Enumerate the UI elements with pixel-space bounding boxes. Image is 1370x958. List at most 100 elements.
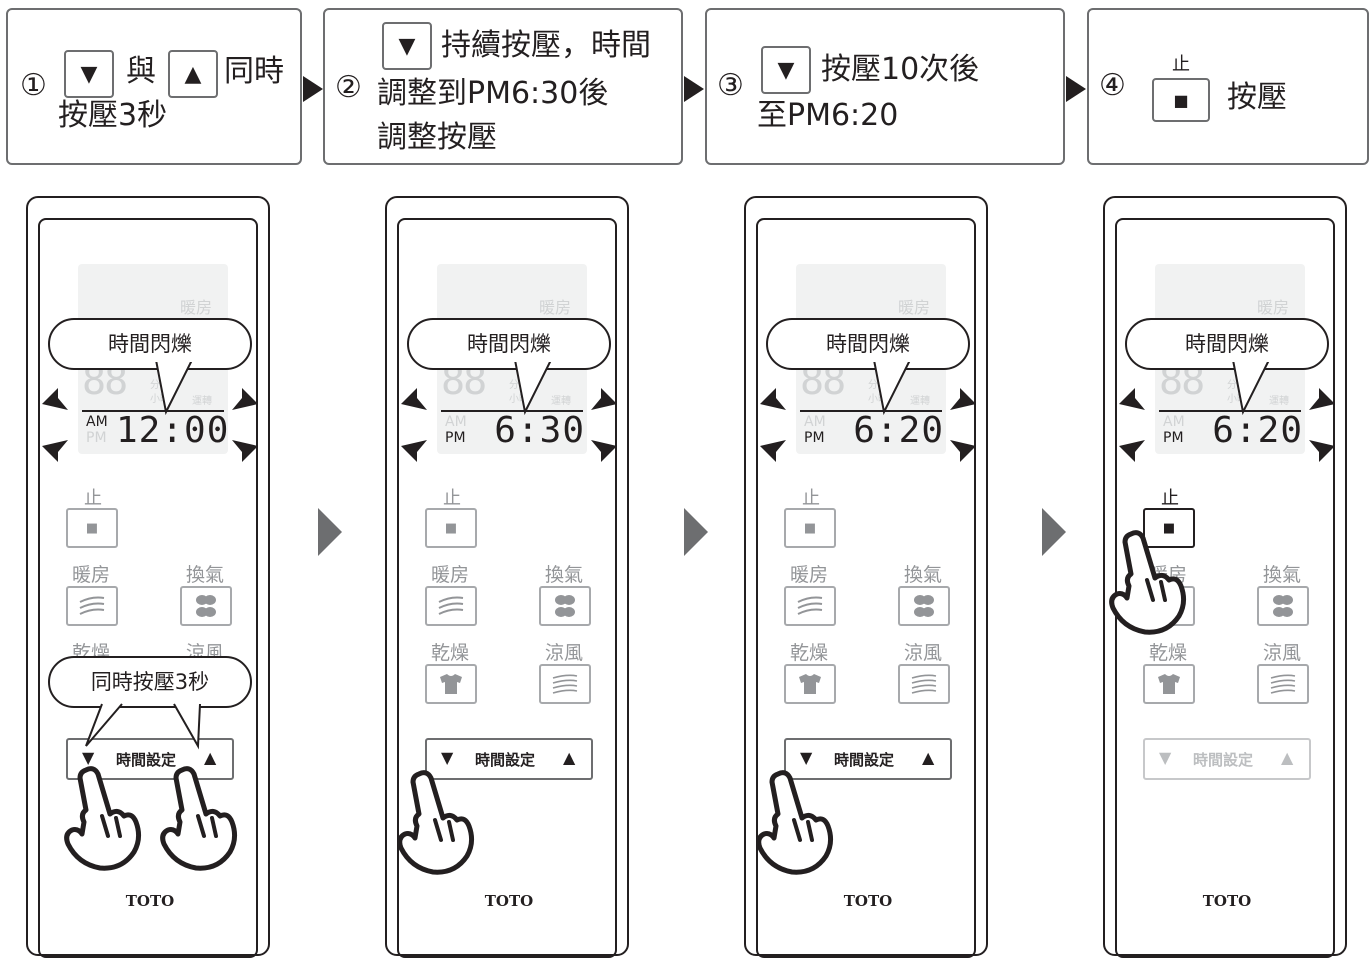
stop-button[interactable]: ■ bbox=[425, 508, 477, 548]
step-2-down-key: ▼ bbox=[382, 22, 432, 70]
lcd-time: 6:30 bbox=[494, 410, 585, 451]
step-2-line2: 調整到PM6:30後 bbox=[377, 76, 609, 111]
timer-up-button[interactable]: ▲ bbox=[922, 748, 935, 767]
timer-down-button[interactable]: ▼ bbox=[1159, 748, 1172, 767]
lcd-am-label: AM bbox=[445, 414, 467, 430]
heat-button[interactable] bbox=[66, 586, 118, 626]
blink-callout-text: 時間閃爍 bbox=[1185, 332, 1269, 356]
dry-button[interactable] bbox=[784, 664, 836, 704]
press-both-callout-tail bbox=[85, 703, 201, 750]
shirt-icon bbox=[1158, 674, 1180, 694]
lcd-heat-label: 暖房 bbox=[539, 298, 572, 317]
dry-label: 乾燥 bbox=[431, 642, 470, 664]
step-1-up-key: ▲ bbox=[168, 50, 218, 98]
step-connector-arrow-icon bbox=[1066, 76, 1086, 102]
stop-square-icon: ■ bbox=[85, 520, 99, 536]
blink-callout: 時間閃爍 bbox=[1125, 318, 1329, 370]
timer-down-button[interactable]: ▼ bbox=[82, 748, 95, 767]
cool-button[interactable] bbox=[898, 664, 950, 704]
lcd-time: 6:20 bbox=[1212, 410, 1303, 451]
lcd-am-label: AM bbox=[804, 414, 826, 430]
blink-callout: 時間閃爍 bbox=[48, 318, 252, 370]
step-connector-arrow-icon bbox=[303, 76, 323, 102]
brand-logo: TOTO bbox=[125, 892, 175, 910]
stop-label: 止 bbox=[1161, 488, 1179, 509]
lcd-hour-label: 小時 bbox=[868, 394, 888, 405]
lcd-run-label: 運轉 bbox=[910, 396, 930, 407]
callout-tail bbox=[872, 358, 912, 416]
timer-setting-label: 時間設定 bbox=[116, 751, 177, 769]
timer-setting-label: 時間設定 bbox=[834, 751, 895, 769]
stop-button[interactable]: ■ bbox=[1143, 508, 1195, 548]
down-triangle-icon: ▼ bbox=[80, 61, 98, 87]
lcd-pm-label: PM bbox=[804, 430, 825, 446]
lcd-run-label: 運轉 bbox=[551, 396, 571, 407]
timer-down-button[interactable]: ▼ bbox=[441, 748, 454, 767]
lcd-pm-label: PM bbox=[445, 430, 466, 446]
vent-label: 換氣 bbox=[904, 564, 943, 586]
shirt-icon bbox=[799, 674, 821, 694]
dry-button[interactable] bbox=[425, 664, 477, 704]
stop-button[interactable]: ■ bbox=[66, 508, 118, 548]
heat-button[interactable] bbox=[784, 586, 836, 626]
lcd-time: 6:20 bbox=[853, 410, 944, 451]
step-3-number: ③ bbox=[717, 68, 744, 103]
remote-control: 暖房 88 分鐘 小時 運轉 AM PM 12:00 止 ■ 暖房 換氣 bbox=[26, 196, 270, 958]
vent-button[interactable] bbox=[180, 586, 232, 626]
next-arrow-icon bbox=[318, 508, 342, 556]
cool-button[interactable] bbox=[1257, 664, 1309, 704]
timer-setting-label: 時間設定 bbox=[475, 751, 536, 769]
dry-button[interactable] bbox=[1143, 664, 1195, 704]
timer-down-button[interactable]: ▼ bbox=[800, 748, 813, 767]
fan-icon bbox=[1273, 595, 1293, 617]
lcd-divider bbox=[82, 410, 224, 412]
stop-square-icon: ■ bbox=[1173, 90, 1189, 110]
step-4-stop-label: 止 bbox=[1172, 54, 1190, 75]
down-triangle-icon: ▼ bbox=[398, 33, 416, 59]
callout-tail bbox=[154, 358, 194, 416]
vent-button[interactable] bbox=[898, 586, 950, 626]
up-triangle-icon: ▲ bbox=[184, 61, 202, 87]
stop-label: 止 bbox=[802, 488, 820, 509]
cool-button[interactable] bbox=[539, 664, 591, 704]
lcd-divider bbox=[441, 410, 583, 412]
cool-breeze-icon bbox=[552, 674, 578, 694]
timer-up-button[interactable]: ▲ bbox=[563, 748, 576, 767]
heat-waves-icon bbox=[79, 596, 105, 615]
lcd-hour-label: 小時 bbox=[150, 394, 170, 405]
lcd-run-label: 運轉 bbox=[1269, 396, 1289, 407]
timer-up-button[interactable]: ▲ bbox=[204, 748, 217, 767]
vent-button[interactable] bbox=[1257, 586, 1309, 626]
heat-waves-icon bbox=[438, 596, 464, 615]
fan-icon bbox=[914, 595, 934, 617]
down-triangle-icon: ▼ bbox=[777, 57, 795, 83]
step-1-number: ① bbox=[20, 68, 47, 103]
pointing-hand-icon bbox=[756, 770, 834, 875]
heat-label: 暖房 bbox=[72, 564, 111, 586]
shirt-icon bbox=[440, 674, 462, 694]
dry-label: 乾燥 bbox=[1149, 642, 1188, 664]
stop-button[interactable]: ■ bbox=[784, 508, 836, 548]
next-arrow-icon bbox=[1042, 508, 1066, 556]
press-both-callout: 同時按壓3秒 bbox=[48, 656, 252, 708]
timer-setting-bar: ▼ 時間設定 ▲ bbox=[425, 738, 593, 780]
heat-button[interactable] bbox=[425, 586, 477, 626]
heat-waves-icon bbox=[797, 596, 823, 615]
step-2-box: ▼ 持續按壓，時間 ② 調整到PM6:30後 調整按壓 bbox=[323, 8, 683, 165]
blink-callout-text: 時間閃爍 bbox=[108, 332, 192, 356]
stop-square-icon: ■ bbox=[1162, 520, 1176, 536]
brand-logo: TOTO bbox=[843, 892, 893, 910]
stop-square-icon: ■ bbox=[803, 520, 817, 536]
step-2-line1: 持續按壓，時間 bbox=[441, 28, 651, 63]
fan-icon bbox=[196, 595, 216, 617]
blink-marks-icon bbox=[401, 388, 617, 462]
step-2-line3: 調整按壓 bbox=[377, 120, 497, 155]
cool-label: 涼風 bbox=[545, 642, 584, 664]
blink-marks-icon bbox=[1119, 388, 1335, 462]
callout-tail bbox=[1231, 358, 1271, 416]
vent-button[interactable] bbox=[539, 586, 591, 626]
timer-up-button[interactable]: ▲ bbox=[1281, 748, 1294, 767]
heat-label: 暖房 bbox=[790, 564, 829, 586]
cool-breeze-icon bbox=[1270, 674, 1296, 694]
lcd-time: 12:00 bbox=[116, 410, 230, 451]
